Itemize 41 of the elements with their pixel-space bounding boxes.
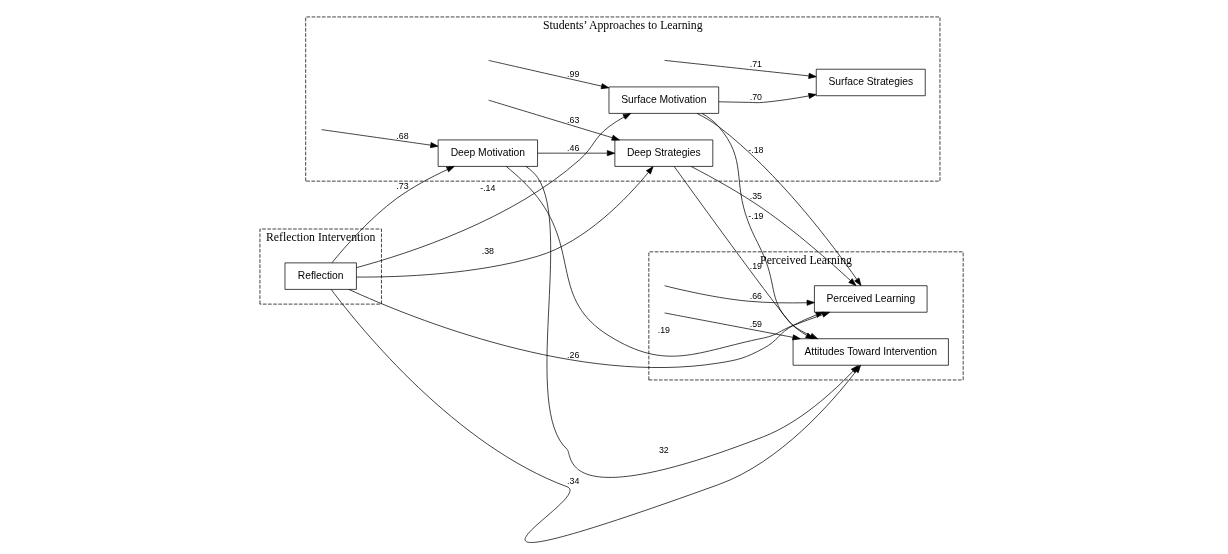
node-box: Deep Motivation [437,139,538,167]
edge-label: .63 [566,114,579,125]
edge-label: .26 [566,349,579,360]
edge-label: .46 [566,142,579,153]
arrow [717,93,817,104]
arrow [487,99,620,141]
arrow [663,312,801,341]
node-box: Reflection [284,262,357,290]
edge-label: .19 [657,325,670,336]
edge-label: .59 [749,318,762,329]
edge-label: .71 [749,59,762,70]
arrow [701,113,814,340]
edge-label: .70 [749,91,762,102]
arrow [536,150,615,157]
edge-label: -.19 [747,211,763,222]
edge-label: .66 [749,290,762,301]
edge-label: .73 [395,180,409,191]
arrow [320,129,438,149]
edge-label: .34 [566,476,579,487]
arrow [663,60,817,79]
edge-label: .35 [749,190,762,201]
node-box: Attitudes Toward Intervention [792,338,949,366]
arrow [331,166,455,264]
node-box: Surface Strategies [815,68,926,97]
edge-label: .99 [566,69,579,80]
edge-label: .19 [749,261,762,272]
node-box: Surface Motivation [608,86,719,114]
node-box: Perceived Learning [813,285,927,313]
edge-label: .38 [481,245,494,256]
edge-label: .68 [395,130,409,141]
edge-label: 32 [658,444,669,455]
arrow [690,166,856,286]
arrow [487,60,609,90]
arrow [355,113,631,268]
edge-label: -.18 [747,144,763,155]
arrow [505,166,830,357]
node-box: Deep Strategies [614,139,713,167]
edge-label: -.14 [479,183,495,194]
arrow [663,285,815,306]
arrow [696,113,861,286]
arrow [355,166,653,278]
